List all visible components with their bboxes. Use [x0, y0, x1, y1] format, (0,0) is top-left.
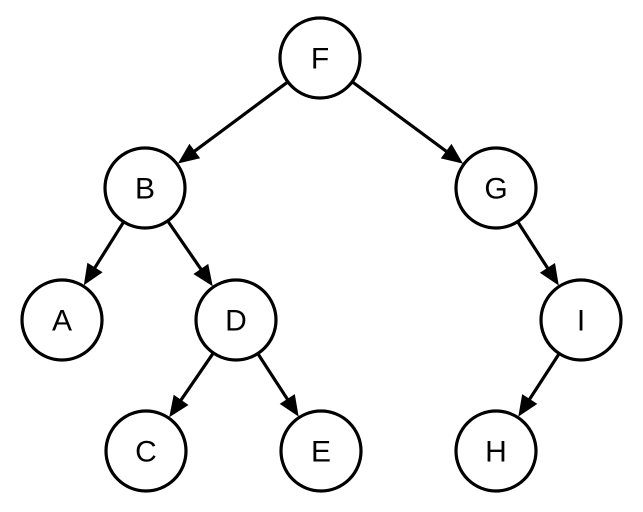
- edge-line: [92, 221, 125, 271]
- edge-i-to-h: [518, 353, 561, 417]
- arrowhead-icon: [518, 394, 538, 417]
- node-label: G: [484, 173, 507, 206]
- edge-f-to-b: [177, 81, 289, 164]
- node-label: B: [135, 173, 155, 206]
- node-circle[interactable]: [194, 278, 278, 362]
- edge-b-to-d: [166, 220, 213, 287]
- arrowhead-icon: [539, 263, 559, 286]
- edge-line: [352, 81, 449, 154]
- tree-node-e[interactable]: E: [279, 409, 363, 493]
- node-circle[interactable]: [454, 146, 538, 230]
- arrowhead-icon: [177, 143, 201, 164]
- node-circle[interactable]: [103, 146, 187, 230]
- node-label: A: [52, 305, 72, 338]
- tree-node-g[interactable]: G: [454, 146, 538, 230]
- node-circle[interactable]: [454, 409, 538, 493]
- node-circle[interactable]: [20, 278, 104, 362]
- arrowhead-icon: [169, 394, 189, 418]
- node-label: D: [225, 305, 247, 338]
- arrowhead-icon: [440, 143, 464, 164]
- edge-d-to-e: [256, 353, 299, 417]
- node-label: I: [577, 305, 585, 338]
- arrowhead-icon: [83, 262, 103, 286]
- tree-node-b[interactable]: B: [103, 146, 187, 230]
- tree-node-a[interactable]: A: [20, 278, 104, 362]
- node-label: H: [485, 436, 507, 469]
- node-label: F: [311, 43, 329, 76]
- nodes-layer: F B G A D I C E H: [20, 16, 623, 493]
- node-circle[interactable]: [104, 409, 188, 493]
- edge-d-to-c: [169, 352, 215, 418]
- edge-line: [178, 352, 215, 403]
- edge-line: [527, 353, 561, 402]
- tree-node-f[interactable]: F: [278, 16, 362, 100]
- node-label: E: [311, 436, 331, 469]
- tree-node-h[interactable]: H: [454, 409, 538, 493]
- node-circle[interactable]: [279, 409, 363, 493]
- node-circle[interactable]: [278, 16, 362, 100]
- edge-b-to-a: [83, 221, 125, 286]
- tree-node-d[interactable]: D: [194, 278, 278, 362]
- arrowhead-icon: [279, 394, 299, 417]
- tree-node-i[interactable]: I: [539, 278, 623, 362]
- arrowhead-icon: [193, 263, 213, 287]
- tree-node-c[interactable]: C: [104, 409, 188, 493]
- node-circle[interactable]: [539, 278, 623, 362]
- edge-line: [516, 221, 550, 271]
- edge-line: [192, 81, 289, 154]
- edge-g-to-i: [516, 221, 559, 286]
- node-label: C: [135, 436, 157, 469]
- edges-layer: [83, 81, 561, 418]
- edge-f-to-g: [352, 81, 464, 164]
- edge-line: [166, 220, 204, 272]
- edge-line: [256, 353, 290, 402]
